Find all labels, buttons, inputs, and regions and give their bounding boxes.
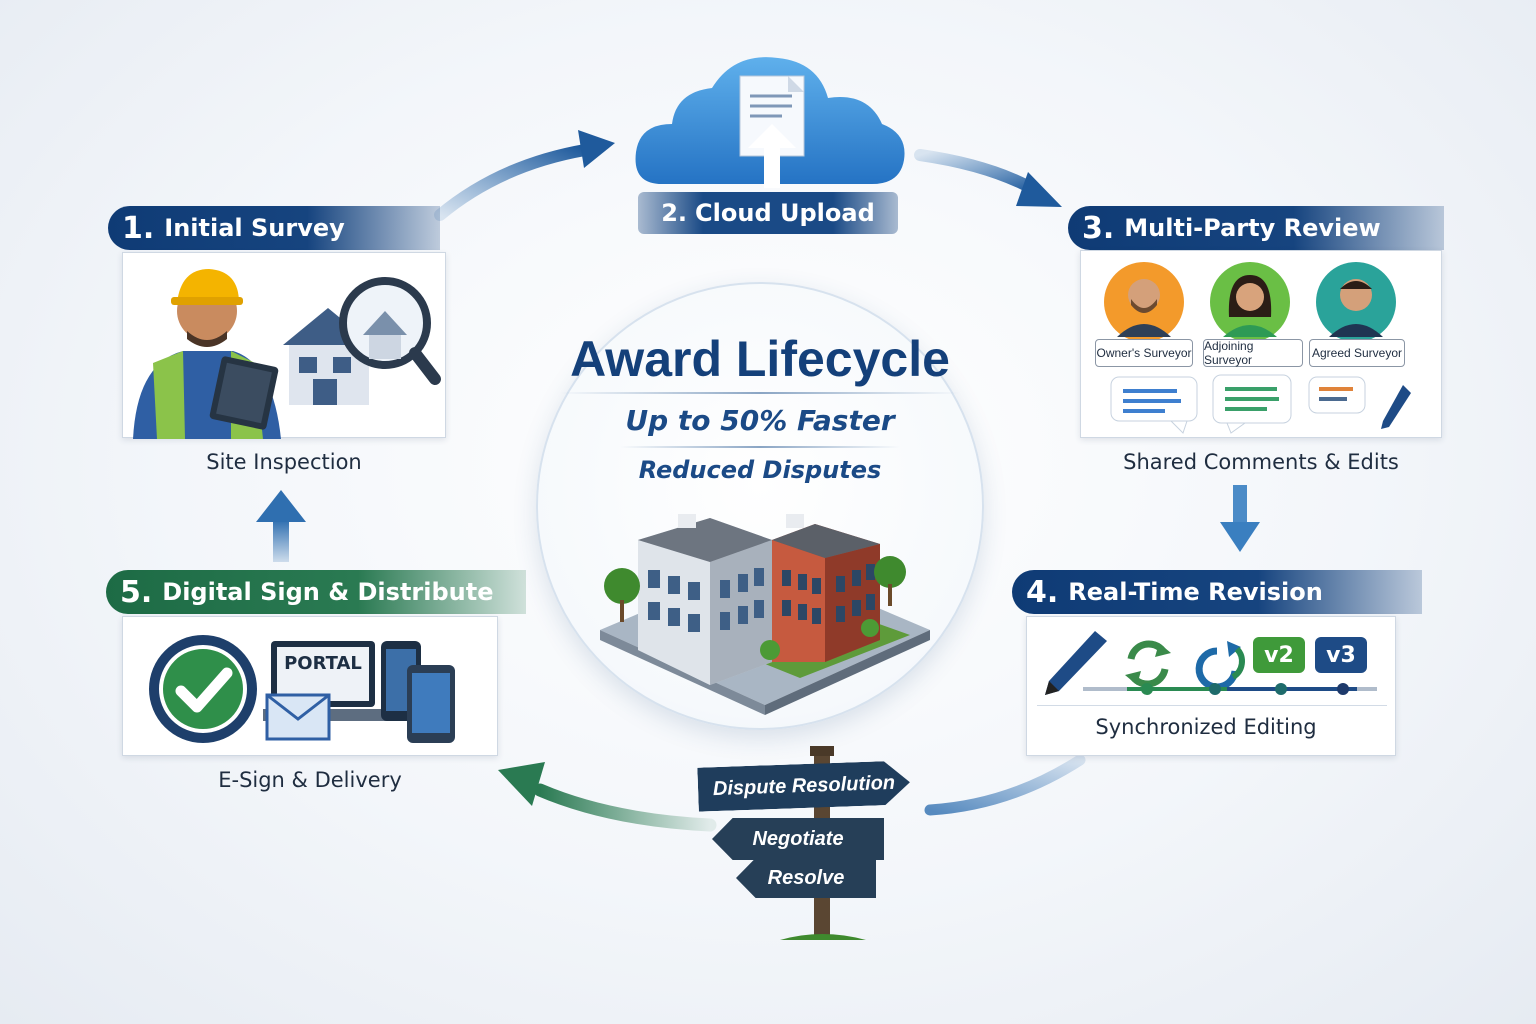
comment-bubbles-icon (1110, 374, 1411, 434)
hub-benefit-speed: Up to 50% Faster (625, 404, 895, 437)
role-label-owners-surveyor: Owner's Surveyor (1095, 339, 1193, 367)
step-1-caption: Site Inspection (206, 450, 362, 474)
step-4-banner: 4. Real-Time Revision (1012, 570, 1422, 614)
step-3-title: Multi-Party Review (1124, 214, 1381, 242)
hub-benefit-disputes: Reduced Disputes (638, 456, 882, 484)
step-5-banner: 5. Digital Sign & Distribute (106, 570, 526, 614)
portal-laptop-icon (263, 641, 391, 741)
step-5-panel: PORTAL (122, 616, 498, 756)
step-4-panel: v2 v3 Synchronized Editing (1026, 616, 1396, 756)
agreed-surveyor-avatar-icon (1316, 262, 1396, 342)
step-2-number: 2. (661, 199, 688, 227)
step-4-title: Real-Time Revision (1068, 578, 1323, 606)
arrow-upload-to-review (914, 149, 1041, 196)
step-5-number: 5. (120, 574, 153, 610)
revision-divider (1037, 705, 1387, 706)
esign-check-icon (149, 635, 257, 743)
step-2-title: Cloud Upload (695, 199, 875, 227)
step-4-number: 4. (1026, 574, 1059, 610)
hub-title: Award Lifecycle (570, 331, 950, 387)
step-3-panel: Owner's Surveyor Adjoining Surveyor Agre… (1080, 250, 1442, 438)
revision-timeline-icon (1045, 631, 1377, 695)
arrow-survey-to-upload (434, 144, 591, 221)
step-3-caption: Shared Comments & Edits (1123, 450, 1399, 474)
step-3-banner: 3. Multi-Party Review (1068, 206, 1444, 250)
building-icon (600, 514, 930, 715)
hub-divider (560, 392, 960, 394)
step-5-title: Digital Sign & Distribute (162, 578, 494, 606)
step-1-banner: 1. Initial Survey (108, 206, 440, 250)
owners-surveyor-avatar-icon (1104, 262, 1184, 342)
arrow-revision-to-dispute (924, 754, 1086, 816)
mobile-devices-icon (381, 641, 455, 743)
step-2-banner: 2. Cloud Upload (638, 192, 898, 234)
portal-label: PORTAL (284, 653, 362, 674)
cloud-upload-icon (635, 57, 905, 188)
adjoining-surveyor-avatar-icon (1210, 262, 1290, 342)
step-4-caption: Synchronized Editing (1095, 715, 1317, 739)
negotiate-sign: Negotiate (712, 818, 884, 860)
step-1-panel (122, 252, 446, 439)
version-badge-v2: v2 (1253, 637, 1305, 673)
role-label-adjoining-surveyor: Adjoining Surveyor (1203, 339, 1303, 367)
step-1-title: Initial Survey (164, 214, 345, 242)
arrow-dispute-to-sign (533, 783, 717, 832)
resolve-sign: Resolve (736, 858, 876, 898)
surveyor-inspection-illustration (133, 269, 441, 439)
step-1-number: 1. (122, 210, 155, 246)
step-5-caption: E-Sign & Delivery (218, 768, 402, 792)
dispute-resolution-sign: Dispute Resolution (697, 760, 910, 811)
hub-divider-2 (620, 446, 900, 448)
role-label-agreed-surveyor: Agreed Surveyor (1309, 339, 1405, 367)
step-3-number: 3. (1082, 210, 1115, 246)
version-badge-v3: v3 (1315, 637, 1367, 673)
